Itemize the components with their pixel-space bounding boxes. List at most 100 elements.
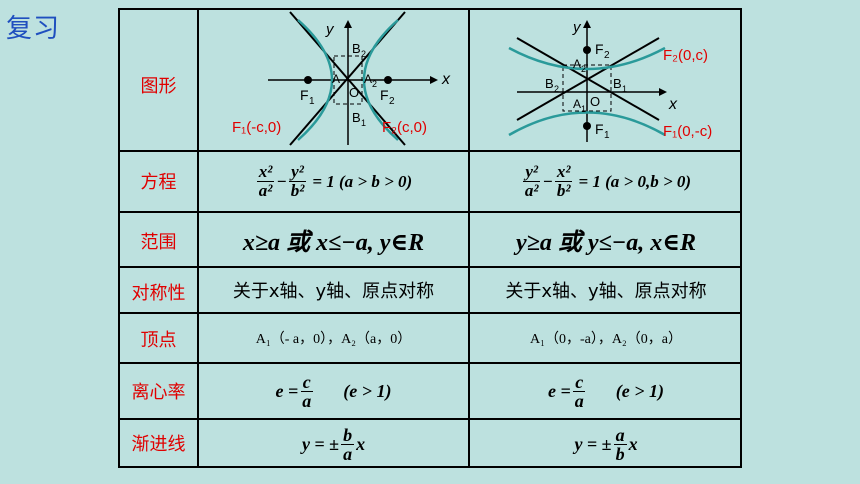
left-focus-2-coords: F₂(c,0) xyxy=(382,119,427,136)
left-b2-label: B xyxy=(352,41,361,56)
right-origin-label: O xyxy=(590,94,600,109)
left-branch-left xyxy=(297,19,334,141)
left-eq-den1: a² xyxy=(258,181,273,200)
right-branch-bottom xyxy=(508,111,666,137)
right-a1-sub: 1 xyxy=(581,104,586,114)
right-focus-2-coords: F₂(0,c) xyxy=(663,47,708,64)
left-ecc-cond: (e > 1) xyxy=(343,380,392,401)
left-eq-num2: y² xyxy=(289,162,306,182)
right-f2-label: F xyxy=(595,41,604,57)
row-label-equation: 方程 xyxy=(140,172,177,193)
right-hyperbola-graph: x y O F 2 A 2 A 1 B 2 B 1 F 1 F₂(0,c) F₁… xyxy=(508,19,712,142)
right-y-arrow-icon xyxy=(583,20,591,28)
right-focus-1-dot xyxy=(583,122,591,130)
row-label-range: 范围 xyxy=(140,232,177,253)
right-b1-sub: 1 xyxy=(622,84,627,94)
right-eq-num1: y² xyxy=(523,162,541,182)
left-b2-sub: 2 xyxy=(361,49,366,59)
right-asym-lhs: y = ± xyxy=(574,433,612,454)
row-divider-6 xyxy=(120,418,740,420)
row-divider-1 xyxy=(120,150,740,152)
row-label-symmetry: 对称性 xyxy=(131,283,186,304)
right-b1-label: B xyxy=(613,76,622,91)
left-focus-1-dot xyxy=(304,76,312,84)
column-divider-1 xyxy=(197,10,199,466)
left-eq-den2: b² xyxy=(290,181,305,200)
right-ecc-den: a xyxy=(574,390,584,411)
row-label-asymptote: 渐进线 xyxy=(131,434,186,455)
left-x-label: x xyxy=(441,71,451,88)
left-symmetry: 关于x轴、y轴、原点对称 xyxy=(232,281,435,302)
left-y-arrow-icon xyxy=(344,20,352,28)
left-f1-sub: 1 xyxy=(309,96,315,107)
left-a1-label: A xyxy=(332,72,340,86)
right-asym-num: a xyxy=(613,424,627,445)
left-a2-sub: 2 xyxy=(372,79,377,89)
right-f1-sub: 1 xyxy=(604,130,610,141)
comparison-table: 图形 方程 范围 对称性 顶点 离心率 渐进线 x y O A A 2 B 2 … xyxy=(118,8,742,468)
right-y-label: y xyxy=(572,19,582,36)
right-eq-den2: b² xyxy=(556,181,571,200)
right-a2-label: A xyxy=(573,57,581,71)
page-title: 复习 xyxy=(6,14,61,44)
right-asym-den: b xyxy=(615,443,625,464)
right-asym-x: x xyxy=(628,433,638,454)
right-dashed-box xyxy=(562,64,612,112)
right-focus-1-coords: F₁(0,-c) xyxy=(663,123,712,140)
left-x-arrow-icon xyxy=(430,76,438,84)
right-x-label: x xyxy=(668,96,678,113)
left-b1-label: B xyxy=(352,110,361,125)
left-origin-label: O xyxy=(349,85,359,100)
left-y-label: y xyxy=(325,21,335,38)
row-divider-4 xyxy=(120,312,740,314)
left-eq-minus: − xyxy=(276,171,287,191)
row-label-graph: 图形 xyxy=(140,76,177,97)
left-eq-num1: x² xyxy=(256,162,275,182)
left-focus-1-coords: F₁(-c,0) xyxy=(232,119,281,136)
left-ecc-num: c xyxy=(300,371,313,392)
left-f2-label: F xyxy=(380,87,389,103)
right-vertex: A₁（0，-a），A₂（0，a） xyxy=(529,332,683,347)
left-a2-label: A xyxy=(364,72,372,86)
left-eq-rhs: = 1 (a > b > 0) xyxy=(312,171,413,191)
column-divider-2 xyxy=(468,10,470,466)
right-eq-minus: − xyxy=(542,171,553,191)
right-symmetry: 关于x轴、y轴、原点对称 xyxy=(505,281,707,302)
left-hyperbola-graph: x y O A A 2 B 2 B 1 F 1 F 2 F₁(-c,0) F₂(… xyxy=(232,11,451,146)
left-focus-2-dot xyxy=(384,76,392,84)
row-divider-5 xyxy=(120,362,740,364)
right-a1-label: A xyxy=(573,97,581,111)
right-focus-2-dot xyxy=(583,46,591,54)
left-dashed-box xyxy=(333,55,363,105)
right-eq-num2: x² xyxy=(554,162,573,182)
right-branch-top xyxy=(508,46,666,71)
right-asymptote-2 xyxy=(516,37,660,121)
row-label-vertex: 顶点 xyxy=(140,330,177,351)
right-a2-sub: 2 xyxy=(581,64,586,74)
right-b2-sub: 2 xyxy=(554,84,559,94)
left-f1-label: F xyxy=(300,87,309,103)
left-ecc-den: a xyxy=(302,390,312,411)
right-f2-sub: 2 xyxy=(604,50,610,61)
right-eq-rhs: = 1 (a > 0,b > 0) xyxy=(578,171,692,191)
left-f2-sub: 2 xyxy=(389,96,395,107)
right-b2-label: B xyxy=(545,76,554,91)
right-f1-label: F xyxy=(595,121,604,137)
right-ecc-lhs: e = xyxy=(548,380,571,401)
row-divider-2 xyxy=(120,211,740,213)
left-asym-den: a xyxy=(343,443,353,464)
left-range: x≥a 或 x≤−a, y∈R xyxy=(242,230,425,256)
right-ecc-cond: (e > 1) xyxy=(615,380,664,401)
left-asym-lhs: y = ± xyxy=(301,433,340,454)
left-asym-x: x xyxy=(356,433,366,454)
right-x-arrow-icon xyxy=(659,88,667,96)
right-eq-den1: a² xyxy=(524,181,539,200)
left-vertex: A₁（- a，0），A₂（a，0） xyxy=(255,332,412,347)
right-ecc-num: c xyxy=(573,371,586,392)
